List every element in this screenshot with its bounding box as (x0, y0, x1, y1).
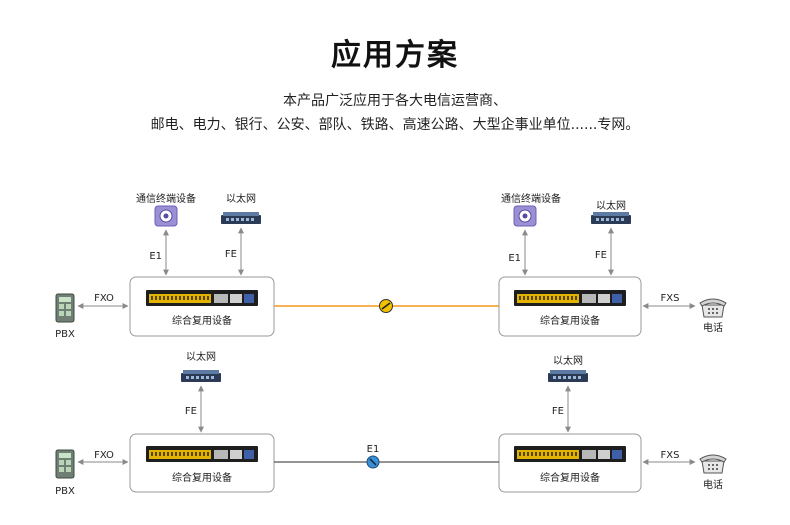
top-fxo-label: FXO (94, 293, 114, 304)
top-left-mux-box: 综合复用设备 (129, 276, 275, 337)
ethernet-switch-icon (221, 212, 261, 224)
top-fxs-label: FXS (661, 293, 680, 304)
top-right-mux-box: 综合复用设备 (498, 276, 642, 337)
e1-connector-icon (366, 455, 380, 469)
top-left-device-label: 综合复用设备 (172, 314, 232, 327)
bottom-right-fe-label: FE (552, 406, 564, 417)
mux-device-icon (146, 290, 258, 306)
bottom-left-mux-box: 综合复用设备 (129, 433, 275, 493)
ethernet-switch-icon (591, 212, 631, 224)
top-left-ethernet-label: 以太网 (226, 192, 256, 205)
bottom-right-ethernet-label: 以太网 (553, 354, 583, 367)
bottom-fxs-label: FXS (661, 450, 680, 461)
pbx-icon (55, 449, 75, 479)
comm-terminal-icon (154, 205, 178, 227)
bottom-left-fe-label: FE (185, 406, 197, 417)
top-phone-label: 电话 (703, 321, 723, 334)
page-title: 应用方案 (331, 38, 459, 73)
top-right-ethernet-label: 以太网 (596, 199, 626, 212)
top-pbx-label: PBX (55, 329, 75, 340)
fiber-connector-icon (379, 299, 393, 313)
bottom-e1-label: E1 (367, 444, 380, 455)
top-right-terminal-label: 通信终端设备 (501, 192, 561, 205)
top-left-fe-label: FE (225, 249, 237, 260)
mux-device-icon (146, 446, 258, 462)
subtitle-line-1: 本产品广泛应用于各大电信运营商、 (283, 93, 507, 109)
mux-device-icon (514, 290, 626, 306)
subtitle-line-2: 邮电、电力、银行、公安、部队、铁路、高速公路、大型企事业单位......专网。 (150, 117, 640, 133)
telephone-icon (699, 454, 727, 474)
top-left-terminal-label: 通信终端设备 (136, 192, 196, 205)
pbx-icon (55, 293, 75, 323)
bottom-right-mux-box: 综合复用设备 (498, 433, 642, 493)
ethernet-switch-icon (548, 370, 588, 382)
ethernet-switch-icon (181, 370, 221, 382)
bottom-right-device-label: 综合复用设备 (540, 471, 600, 484)
telephone-icon (699, 298, 727, 318)
mux-device-icon (514, 446, 626, 462)
top-right-fe-label: FE (595, 250, 607, 261)
comm-terminal-icon (513, 205, 537, 227)
bottom-left-device-label: 综合复用设备 (172, 471, 232, 484)
bottom-phone-label: 电话 (703, 478, 723, 491)
top-right-e1-label: E1 (508, 253, 521, 264)
top-right-device-label: 综合复用设备 (540, 314, 600, 327)
bottom-fxo-label: FXO (94, 450, 114, 461)
top-left-e1-label: E1 (149, 251, 162, 262)
bottom-left-ethernet-label: 以太网 (186, 350, 216, 363)
bottom-pbx-label: PBX (55, 486, 75, 497)
